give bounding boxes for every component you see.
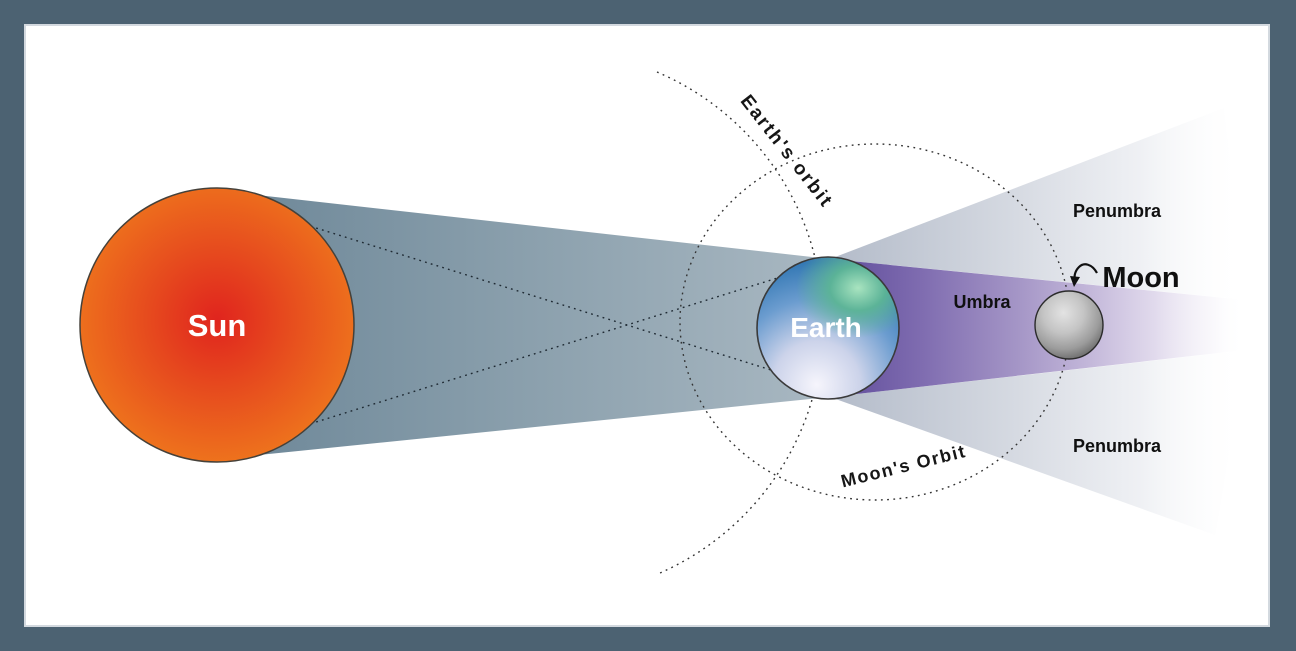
moon — [1034, 290, 1104, 360]
sunlight-cone — [230, 192, 830, 458]
umbra-label: Umbra — [953, 292, 1011, 312]
sun — [79, 187, 355, 463]
earth-label: Earth — [790, 312, 862, 343]
penumbra-top-label: Penumbra — [1073, 201, 1162, 221]
earth-outline — [756, 256, 900, 400]
moon-pointer-arrowhead — [1070, 276, 1080, 287]
penumbra-bottom-wedge — [830, 350, 1248, 535]
light-ray-tangent-bottom — [235, 260, 833, 448]
moon-label: Moon — [1102, 262, 1179, 294]
penumbra-bottom-label: Penumbra — [1073, 436, 1162, 456]
light-ray-tangent-top — [235, 202, 833, 390]
sun-label: Sun — [188, 308, 247, 343]
penumbra-top-wedge — [830, 108, 1248, 300]
moon-pointer-arrow — [1073, 263, 1098, 280]
